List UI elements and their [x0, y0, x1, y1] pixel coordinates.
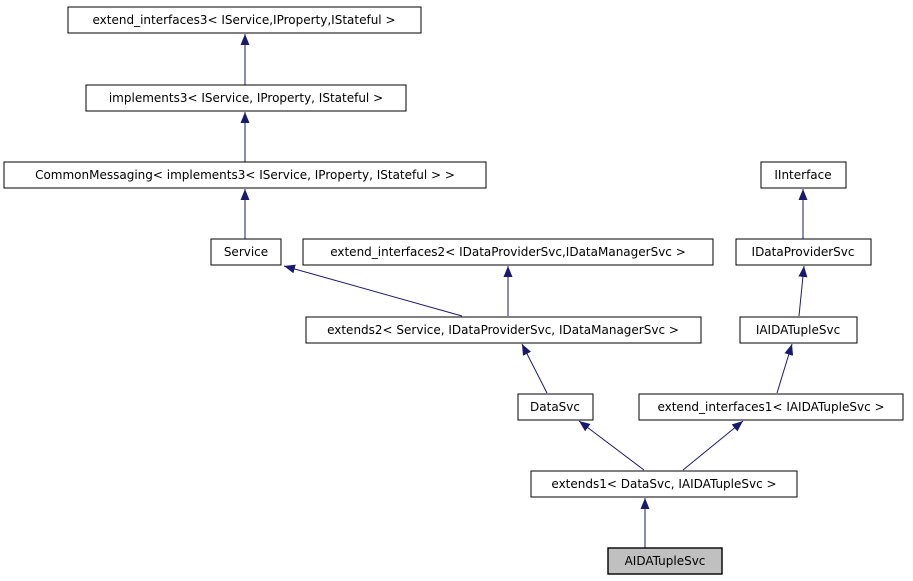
node-label: extend_interfaces1< IAIDATupleSvc > — [657, 400, 884, 414]
edge-extends1-to-datasvc — [578, 420, 645, 471]
edge-extend_interfaces1-to-iaidatuplesvc — [776, 343, 794, 394]
node-label: implements3< IService, IProperty, IState… — [109, 91, 383, 105]
edge-extends1-to-extend_interfaces1 — [682, 420, 744, 471]
node-iinterface[interactable]: IInterface — [760, 161, 847, 189]
node-extends2[interactable]: extends2< Service, IDataProviderSvc, IDa… — [305, 316, 702, 344]
node-label: DataSvc — [530, 400, 580, 414]
node-label: extend_interfaces3< IService,IProperty,I… — [92, 13, 395, 27]
node-label: extends1< DataSvc, IAIDATupleSvc > — [551, 477, 776, 491]
edge-iaidatuplesvc-to-idataprovidersvc — [798, 265, 808, 317]
node-datasvc[interactable]: DataSvc — [517, 393, 594, 421]
node-iaidatuplesvc[interactable]: IAIDATupleSvc — [739, 316, 858, 344]
node-label: IAIDATupleSvc — [756, 323, 840, 337]
node-label: IDataProviderSvc — [752, 245, 855, 259]
node-box — [85, 84, 407, 112]
node-extend-interfaces3[interactable]: extend_interfaces3< IService,IProperty,I… — [67, 6, 422, 34]
node-box — [530, 470, 798, 498]
node-extend-interfaces2[interactable]: extend_interfaces2< IDataProviderSvc,IDa… — [302, 238, 714, 266]
node-box — [210, 238, 282, 266]
node-box — [3, 161, 487, 189]
selected-node-box — [607, 547, 723, 575]
node-commonmessaging[interactable]: CommonMessaging< implements3< IService, … — [3, 161, 487, 189]
node-box — [305, 316, 702, 344]
node-box — [517, 393, 594, 421]
node-label: CommonMessaging< implements3< IService, … — [35, 168, 455, 182]
edge-datasvc-to-extends2 — [521, 343, 548, 394]
node-box — [302, 238, 714, 266]
node-box — [760, 161, 847, 189]
node-label: AIDATupleSvc — [625, 554, 706, 568]
node-label: Service — [224, 245, 268, 259]
node-box — [638, 393, 904, 421]
node-aidatuplesvc-selected: AIDATupleSvc — [607, 547, 723, 575]
node-extends1[interactable]: extends1< DataSvc, IAIDATupleSvc > — [530, 470, 798, 498]
node-box — [739, 316, 858, 344]
node-label: extends2< Service, IDataProviderSvc, IDa… — [327, 323, 679, 337]
node-implements3[interactable]: implements3< IService, IProperty, IState… — [85, 84, 407, 112]
node-extend-interfaces1[interactable]: extend_interfaces1< IAIDATupleSvc > — [638, 393, 904, 421]
node-idataprovidersvc[interactable]: IDataProviderSvc — [735, 238, 872, 266]
node-group: extend_interfaces3< IService,IProperty,I… — [3, 6, 904, 575]
node-box — [67, 6, 422, 34]
edge-group — [240, 34, 808, 548]
node-service[interactable]: Service — [210, 238, 282, 266]
node-label: extend_interfaces2< IDataProviderSvc,IDa… — [330, 245, 686, 259]
node-box — [735, 238, 872, 266]
edge-extends2-to-service — [283, 264, 463, 317]
node-label: IInterface — [774, 168, 831, 182]
